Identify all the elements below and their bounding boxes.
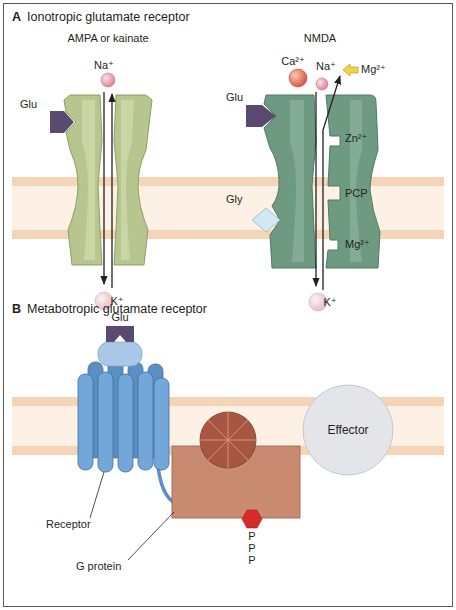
leader-line (128, 512, 174, 560)
sodium-ion (101, 73, 115, 87)
ligand-label: Glu (20, 98, 37, 111)
node-text-holder: Effector (302, 384, 394, 476)
spoke (228, 440, 229, 468)
sodium-ion (316, 78, 328, 90)
spoke (208, 440, 228, 460)
receptor-subunit (326, 95, 380, 268)
spoke (228, 420, 248, 440)
ion-flow-arrow (111, 94, 112, 288)
helix-cylinder (154, 378, 169, 470)
spoke (228, 440, 256, 441)
ion-flow-arrow (103, 92, 104, 284)
ligand-label: Glu (111, 311, 128, 324)
membrane-leaflet (12, 177, 444, 186)
ion-label: Mg²⁺ (361, 63, 386, 76)
part-label: Receptor (46, 518, 91, 531)
figure-frame (4, 4, 453, 607)
panel-letter: B (12, 302, 21, 317)
panel-letter: A (12, 10, 21, 25)
effector-shape (303, 385, 393, 475)
spoke (228, 440, 248, 460)
panel-heading: Ionotropic glutamate receptor (27, 10, 190, 25)
ion-flow-arrow (315, 92, 316, 286)
magnesium-ion (343, 64, 358, 76)
binding-site-label: PCP (345, 187, 368, 200)
glutamate-ligand (50, 111, 74, 133)
phosphate-label: P (248, 530, 255, 543)
spoke (228, 412, 229, 440)
nmda-receptor (246, 64, 380, 311)
calcium-ion (289, 69, 307, 87)
ligand-label: Glu (226, 91, 243, 104)
receptor-name: NMDA (304, 32, 336, 45)
g-protein-subunit (200, 412, 256, 468)
spoke (200, 440, 228, 441)
ion-label: Ca²⁺ (281, 55, 305, 68)
helix-cylinder (118, 374, 133, 472)
g-protein (172, 412, 300, 528)
binding-domain (98, 342, 142, 366)
node-label: Effector (327, 423, 368, 437)
phosphate-label: P (248, 554, 255, 567)
subunit-highlight (121, 100, 134, 260)
effector-circle: Effector (302, 384, 394, 476)
gtp-hexagon (242, 510, 262, 528)
part-label: G protein (76, 560, 121, 573)
helix-cylinder (98, 372, 113, 472)
glutamate-ligand (106, 326, 134, 342)
ion-label: Na⁺ (94, 59, 114, 72)
helix-cylinder (138, 372, 153, 470)
glycine-ligand (252, 208, 280, 232)
subunit-spokes (200, 412, 256, 468)
subunit-highlight (82, 100, 95, 260)
binding-site-label: Mg²⁺ (345, 238, 370, 251)
ion-flow-arrow (323, 76, 340, 290)
subunit-highlight (290, 100, 304, 262)
receptor-name: AMPA or kainate (67, 32, 148, 45)
receptor-subunit (264, 95, 316, 268)
ion-label: K⁺ (323, 296, 336, 309)
receptor-subunit (114, 95, 152, 265)
helix-cylinder (78, 374, 93, 470)
spoke (208, 420, 228, 440)
phosphate-label: P (248, 542, 255, 555)
ampa-receptor (50, 73, 152, 310)
ion-label: Na⁺ (316, 60, 336, 73)
leader-line (90, 472, 104, 518)
binding-site-label: Zn²⁺ (345, 132, 367, 145)
subunit-highlight (350, 100, 362, 262)
glutamate-ligand (246, 105, 276, 127)
ligand-label: Gly (226, 193, 243, 206)
